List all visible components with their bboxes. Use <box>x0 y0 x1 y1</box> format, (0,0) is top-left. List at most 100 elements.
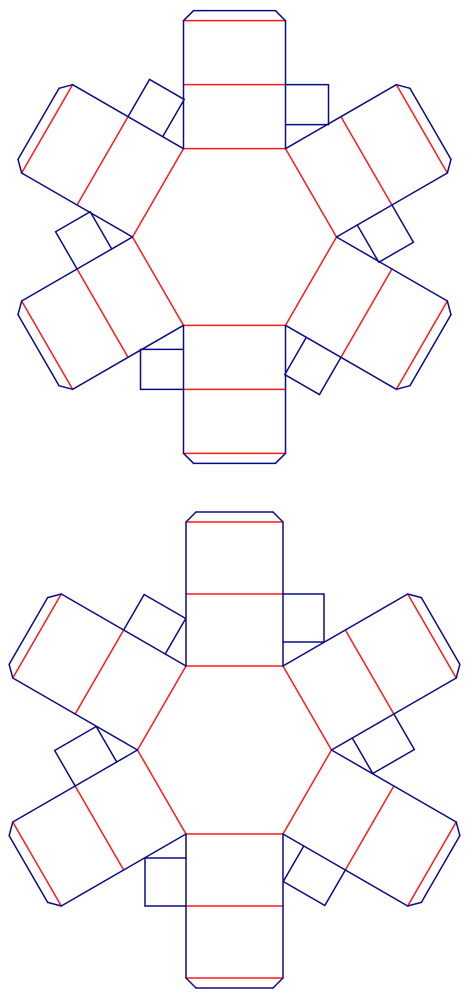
glue-tab-cut-line <box>161 98 185 138</box>
tuck-end-cut-line <box>17 87 60 161</box>
tuck-chamfer-cut-line <box>17 158 23 174</box>
tuck-end-cut-line <box>420 834 461 904</box>
glue-tab-cut-line <box>351 737 374 775</box>
wall-side-cut-line <box>122 833 187 871</box>
wall-lid-fold-line <box>76 268 129 359</box>
glue-tab-cut-line <box>318 356 342 396</box>
tuck-chamfer-cut-line <box>272 511 284 523</box>
glue-tab-cut-line <box>284 373 321 396</box>
glue-tab-cut-line <box>143 593 187 620</box>
tuck-chamfer-cut-line <box>58 83 74 90</box>
glue-tab-cut-line <box>356 224 380 263</box>
box-net-top <box>17 9 452 465</box>
tuck-chamfer-cut-line <box>406 901 423 907</box>
wall-side-cut-line <box>76 236 134 270</box>
tuck-chamfer-cut-line <box>446 300 452 316</box>
lid-side-cut-line <box>60 593 125 631</box>
wall-lid-fold-line <box>74 785 125 871</box>
glue-tab-cut-line <box>54 231 78 270</box>
glue-tab-cut-line <box>324 869 347 907</box>
hexagon-base-fold-line <box>136 749 187 835</box>
tuck-end-cut-line <box>409 313 452 387</box>
lid-side-cut-line <box>20 172 78 206</box>
hexagon-base-fold-line <box>136 665 187 751</box>
tuck-chamfer-cut-line <box>185 977 197 989</box>
tuck-chamfer-cut-line <box>395 384 411 391</box>
wall-lid-fold-line <box>340 115 393 206</box>
tuck-chamfer-cut-line <box>455 821 461 837</box>
tuck-chamfer-cut-line <box>274 9 287 22</box>
glue-tab-cut-line <box>53 749 76 787</box>
wall-side-cut-line <box>74 749 139 787</box>
glue-tab-cut-line <box>148 78 185 101</box>
tuck-end-cut-line <box>8 834 49 904</box>
glue-tab-cut-line <box>282 880 326 907</box>
wall-lid-fold-line <box>74 629 125 715</box>
glue-tab-cut-line <box>282 845 305 883</box>
lid-tuck-fold-line <box>12 821 63 907</box>
lid-side-cut-line <box>20 268 78 302</box>
tuck-chamfer-cut-line <box>446 158 452 174</box>
wall-side-cut-line <box>74 713 139 751</box>
wall-lid-fold-line <box>344 629 395 715</box>
tuck-chamfer-cut-line <box>274 452 287 465</box>
glue-tab-cut-line <box>122 593 145 631</box>
lid-side-cut-line <box>71 83 129 118</box>
tuck-chamfer-cut-line <box>46 593 63 599</box>
wall-side-cut-line <box>127 324 185 359</box>
tuck-chamfer-cut-line <box>182 9 195 22</box>
lid-tuck-fold-line <box>12 593 63 679</box>
lid-side-cut-line <box>340 83 398 118</box>
wall-side-cut-line <box>330 713 395 751</box>
tuck-chamfer-cut-line <box>272 977 284 989</box>
wall-side-cut-line <box>282 833 347 871</box>
tuck-chamfer-cut-line <box>395 83 411 90</box>
lid-side-cut-line <box>12 785 76 823</box>
wall-side-cut-line <box>335 204 393 238</box>
wall-side-cut-line <box>335 236 393 270</box>
wall-side-cut-line <box>122 629 187 667</box>
wall-side-cut-line <box>284 115 342 150</box>
lid-side-cut-line <box>344 869 409 907</box>
glue-tab-cut-line <box>164 617 187 655</box>
glue-tab-cut-line <box>127 78 151 118</box>
glue-tab-cut-line <box>372 748 416 775</box>
wall-lid-fold-line <box>76 115 129 206</box>
glue-tab-cut-line <box>89 211 113 250</box>
wall-side-cut-line <box>76 204 134 238</box>
lid-side-cut-line <box>71 356 129 391</box>
glue-tab-cut-line <box>391 204 415 243</box>
lid-tuck-fold-line <box>20 83 74 174</box>
lid-tuck-fold-line <box>395 83 449 174</box>
tuck-end-cut-line <box>8 596 49 666</box>
lid-tuck-fold-line <box>20 300 74 391</box>
lid-side-cut-line <box>344 593 409 631</box>
lid-side-cut-line <box>393 785 457 823</box>
wall-side-cut-line <box>284 324 342 359</box>
box-net-bottom <box>8 511 461 989</box>
hexagon-base-fold-line <box>284 147 338 238</box>
tuck-chamfer-cut-line <box>58 384 74 391</box>
tuck-end-cut-line <box>420 596 461 666</box>
glue-tab-cut-line <box>284 336 308 376</box>
lid-side-cut-line <box>340 356 398 391</box>
lid-tuck-fold-line <box>395 300 449 391</box>
tuck-chamfer-cut-line <box>185 511 197 523</box>
tuck-chamfer-cut-line <box>8 663 14 679</box>
tuck-chamfer-cut-line <box>17 300 23 316</box>
glue-tab-cut-line <box>53 725 97 752</box>
lid-side-cut-line <box>391 172 449 206</box>
tuck-end-cut-line <box>409 87 452 161</box>
hexagon-base-fold-line <box>282 749 333 835</box>
wall-lid-fold-line <box>344 785 395 871</box>
hexagon-base-fold-line <box>284 236 338 327</box>
hexagon-base-fold-line <box>131 236 185 327</box>
wall-side-cut-line <box>127 115 185 150</box>
tuck-chamfer-cut-line <box>46 901 63 907</box>
lid-tuck-fold-line <box>406 821 457 907</box>
glue-tab-cut-line <box>393 713 416 751</box>
tuck-chamfer-cut-line <box>455 663 461 679</box>
lid-side-cut-line <box>60 869 125 907</box>
